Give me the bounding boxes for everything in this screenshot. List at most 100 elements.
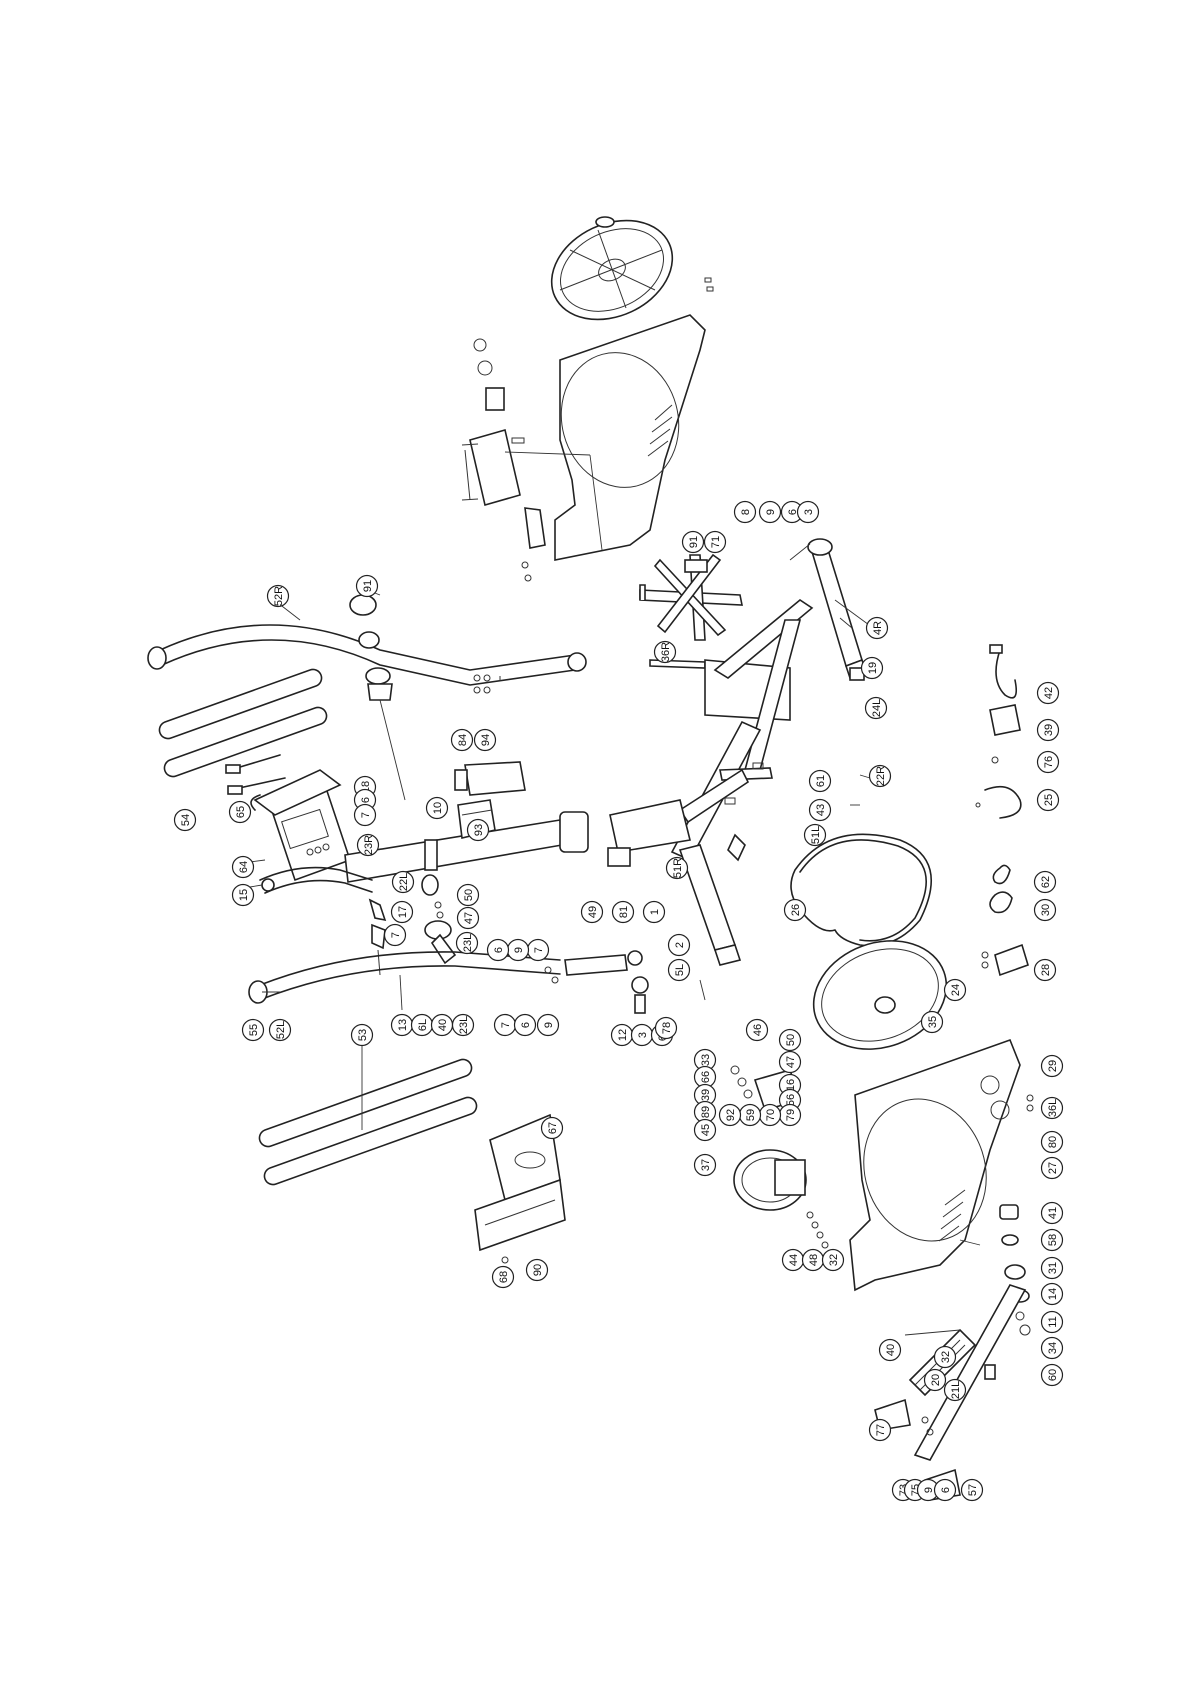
callout-label: 9 xyxy=(543,1022,555,1028)
callout-label: 91 xyxy=(362,580,374,592)
callout-7: 7 xyxy=(383,923,407,947)
callout-50: 50 xyxy=(456,883,480,907)
callout-label: 64 xyxy=(238,861,250,873)
callout-label: 71 xyxy=(710,536,722,548)
callout-label: 1 xyxy=(649,909,661,915)
callout-34: 34 xyxy=(1040,1336,1064,1360)
callout-label: 6 xyxy=(493,947,505,953)
callout-65: 65 xyxy=(228,800,252,824)
ring-62 xyxy=(991,756,999,764)
callout-label: 9 xyxy=(765,509,777,515)
callout-94: 94 xyxy=(473,728,497,752)
callout-55: 55 xyxy=(241,1018,265,1042)
callout-57: 57 xyxy=(960,1478,984,1502)
callout-84: 84 xyxy=(450,728,474,752)
callout-label: 84 xyxy=(457,734,469,746)
callout-label: 21L xyxy=(950,1381,962,1399)
callout-11: 11 xyxy=(1040,1310,1064,1334)
callout-label: 90 xyxy=(532,1264,544,1276)
callout-24: 24 xyxy=(943,978,967,1002)
callout-68: 68 xyxy=(491,1265,515,1289)
callout-43: 43 xyxy=(808,798,832,822)
water-bottle xyxy=(454,761,526,796)
callout-label: 34 xyxy=(1047,1342,1059,1354)
callout-30: 30 xyxy=(1033,898,1057,922)
callout-label: 6 xyxy=(360,797,372,803)
upper-pivot-handle xyxy=(259,866,387,976)
callout-67: 67 xyxy=(540,1116,564,1140)
callout-label: 7 xyxy=(533,947,545,953)
callout-label: 61 xyxy=(815,775,827,787)
callout-label: 28 xyxy=(1040,964,1052,976)
callout-label: 46 xyxy=(752,1024,764,1036)
callout-47: 47 xyxy=(456,906,480,930)
callout-2: 2 xyxy=(667,933,691,957)
callout-label: 70 xyxy=(765,1109,777,1121)
callout-label: 24L xyxy=(871,699,883,717)
callout-9: 9 xyxy=(536,1013,560,1037)
callout-46: 46 xyxy=(745,1018,769,1042)
cross-bracket xyxy=(639,553,743,669)
callout-58: 58 xyxy=(1040,1228,1064,1252)
callout-7: 7 xyxy=(526,938,550,962)
callout-39: 39 xyxy=(1036,718,1060,742)
callout-label: 25 xyxy=(1043,794,1055,806)
callout-label: 16 xyxy=(785,1079,797,1091)
callout-22R: 22R xyxy=(868,764,892,788)
callout-label: 20 xyxy=(930,1374,942,1386)
callout-27: 27 xyxy=(1040,1156,1064,1180)
callout-5L: 5L xyxy=(667,958,691,982)
callout-29: 29 xyxy=(1040,1054,1064,1078)
callout-26: 26 xyxy=(783,898,807,922)
callout-7: 7 xyxy=(353,803,377,827)
callout-62: 62 xyxy=(1033,870,1057,894)
callout-label: 13 xyxy=(397,1019,409,1031)
pedal-right xyxy=(461,338,603,582)
foam-grips-upper xyxy=(158,668,328,778)
callout-93: 93 xyxy=(466,818,490,842)
callout-label: 19 xyxy=(867,662,879,674)
callout-4R: 4R xyxy=(865,616,889,640)
callout-48: 48 xyxy=(801,1248,825,1272)
callout-label: 53 xyxy=(357,1029,369,1041)
pivot-assembly-upper xyxy=(349,594,491,801)
callout-label: 51L xyxy=(810,826,822,844)
callout-label: 36L xyxy=(1047,1099,1059,1117)
side-cover-left xyxy=(849,1038,1034,1292)
callout-label: 48 xyxy=(808,1254,820,1266)
callout-label: 47 xyxy=(785,1056,797,1068)
callout-label: 35 xyxy=(927,1016,939,1028)
callout-23R: 23R xyxy=(356,833,380,857)
callout-17: 17 xyxy=(390,900,414,924)
callout-79: 79 xyxy=(778,1103,802,1127)
handlebar-left xyxy=(248,950,649,1014)
callout-49: 49 xyxy=(580,900,604,924)
callout-8: 8 xyxy=(733,500,757,524)
callout-78: 78 xyxy=(654,1016,678,1040)
callout-label: 41 xyxy=(1047,1207,1059,1219)
brake-assembly xyxy=(730,1065,829,1249)
callout-36L: 36L xyxy=(1040,1096,1064,1120)
callout-23L: 23L xyxy=(455,931,479,955)
callout-label: 78 xyxy=(661,1022,673,1034)
callout-label: 7 xyxy=(360,812,372,818)
callout-91: 91 xyxy=(355,574,379,598)
callout-31: 31 xyxy=(1040,1256,1064,1280)
callout-label: 44 xyxy=(788,1254,800,1266)
callout-21L: 21L xyxy=(943,1378,967,1402)
callout-label: 60 xyxy=(1047,1369,1059,1381)
callout-label: 3 xyxy=(637,1032,649,1038)
callout-59: 59 xyxy=(738,1103,762,1127)
callout-51L: 51L xyxy=(803,823,827,847)
main-column xyxy=(344,799,691,883)
callout-label: 14 xyxy=(1047,1288,1059,1300)
callout-45: 45 xyxy=(693,1118,717,1142)
callout-label: 4R xyxy=(872,621,884,635)
spring-27 xyxy=(989,891,1013,914)
callout-label: 23L xyxy=(462,934,474,952)
callout-53: 53 xyxy=(350,1023,374,1047)
callout-52L: 52L xyxy=(268,1018,292,1042)
callout-36R: 36R xyxy=(653,640,677,664)
flywheel-disk-top xyxy=(550,216,674,321)
